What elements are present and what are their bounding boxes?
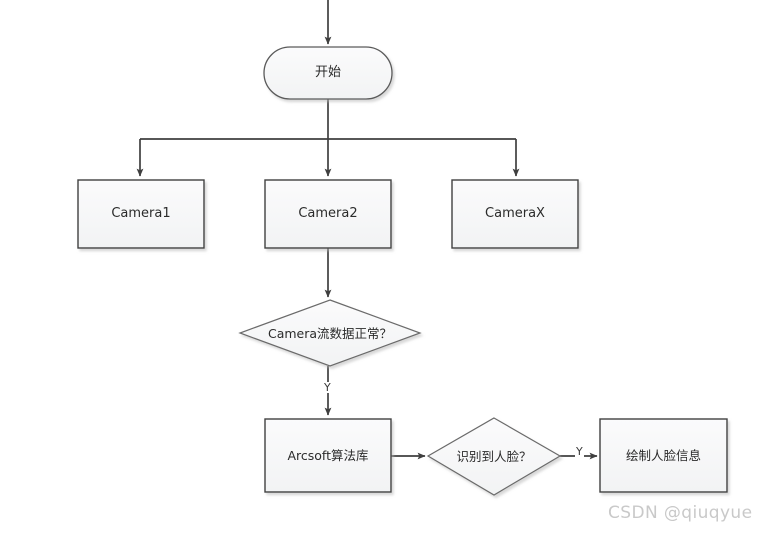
edge-label-decision1-yes: Y [323, 381, 332, 394]
edge-label-decision2-yes: Y [575, 445, 584, 458]
node-start-shape [263, 46, 393, 100]
node-decision2-shape [426, 417, 562, 496]
node-arcsoft-shape [264, 418, 392, 493]
node-camera2-shape [264, 179, 392, 249]
node-draw-shape [599, 418, 728, 493]
node-camerax-shape [451, 179, 579, 249]
csdn-watermark: CSDN @qiuqyue [608, 503, 753, 523]
node-decision1-shape [238, 299, 422, 367]
node-camera1-shape [77, 179, 205, 249]
